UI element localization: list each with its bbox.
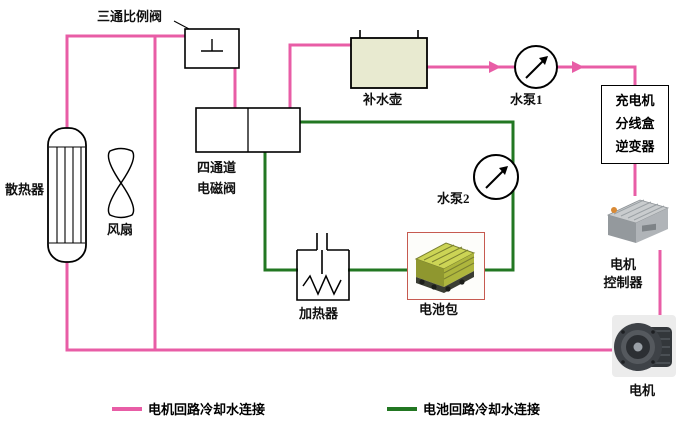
battery-pack-label: 电池包 [419, 302, 459, 317]
fan-label: 风扇 [107, 222, 134, 237]
battery-pack-image [407, 232, 485, 300]
radiator-label: 散热器 [5, 182, 45, 197]
motor-controller-label: 电机 控制器 [603, 257, 643, 291]
legend-battery-loop-label: 电池回路冷却水连接 [423, 402, 541, 417]
heater-symbol [296, 233, 350, 301]
legend-motor-loop-swatch [112, 406, 142, 411]
flow-arrow-icons [489, 61, 584, 73]
fan-icon [107, 147, 135, 219]
four-channel-valve-symbol [195, 107, 301, 153]
motor-image [612, 315, 676, 377]
four-channel-valve-label: 四通道 电磁阀 [197, 160, 237, 196]
three-way-valve-label: 三通比例阀 [97, 9, 163, 24]
legend-battery-loop: 电池回路冷却水连接 [387, 399, 540, 418]
pump1-label: 水泵1 [510, 92, 543, 107]
charger-junction-inverter-box: 充电机 分线盒 逆变器 [601, 85, 669, 164]
motor-art [612, 315, 676, 377]
pump1-symbol [514, 45, 558, 89]
battery-loop-pipes [263, 120, 515, 272]
motor-controller-art [606, 199, 670, 243]
kettle-label: 补水壶 [363, 92, 403, 107]
legend-battery-loop-swatch [387, 406, 417, 411]
pump2-label: 水泵2 [437, 191, 470, 206]
legend-motor-loop-label: 电机回路冷却水连接 [148, 402, 266, 417]
pump2-symbol [473, 154, 519, 200]
motor-controller-image [604, 193, 672, 251]
three-way-valve-symbol [173, 20, 240, 69]
kettle-symbol [350, 30, 428, 89]
heater-label: 加热器 [299, 306, 339, 321]
legend-motor-loop: 电机回路冷却水连接 [112, 399, 265, 418]
battery-pack-art [414, 242, 476, 293]
motor-label: 电机 [629, 383, 656, 398]
radiator-symbol [47, 127, 87, 263]
